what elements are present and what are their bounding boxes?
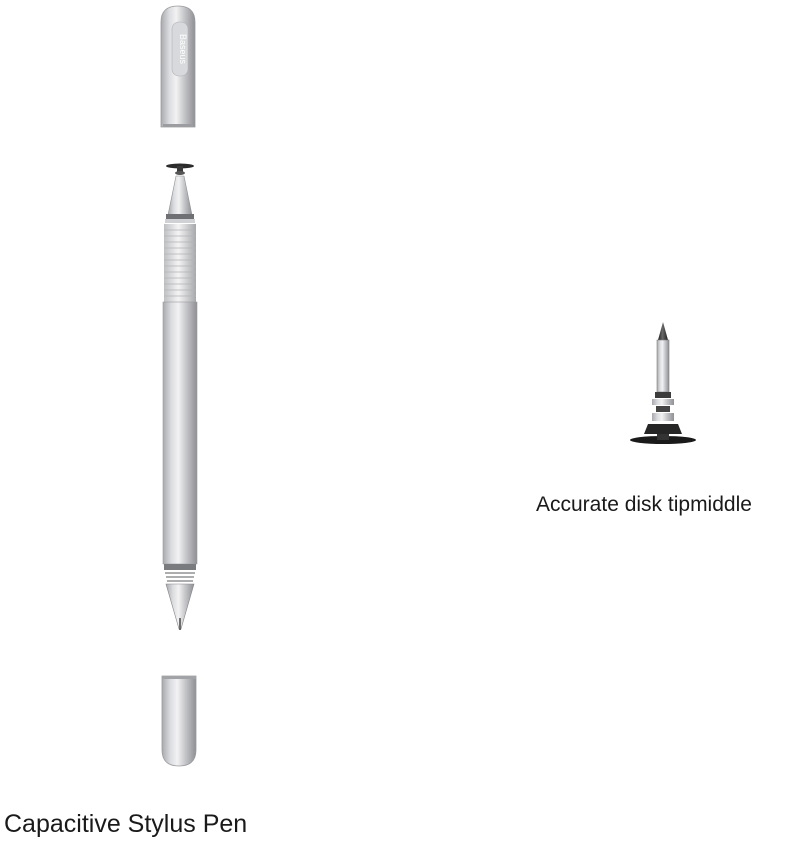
top-cap: Baseus	[160, 5, 196, 128]
bottom-cap	[161, 675, 197, 767]
brand-logo-text: Baseus	[178, 34, 188, 65]
product-caption: Capacitive Stylus Pen	[4, 810, 248, 838]
brand-logo: Baseus	[171, 21, 189, 77]
disk-tip-caption: Accurate disk tipmiddle	[536, 493, 752, 516]
stylus-body	[162, 175, 198, 630]
detached-disk-tip	[630, 322, 696, 444]
grip-section	[164, 224, 196, 302]
pen-disk-tip	[166, 163, 194, 175]
